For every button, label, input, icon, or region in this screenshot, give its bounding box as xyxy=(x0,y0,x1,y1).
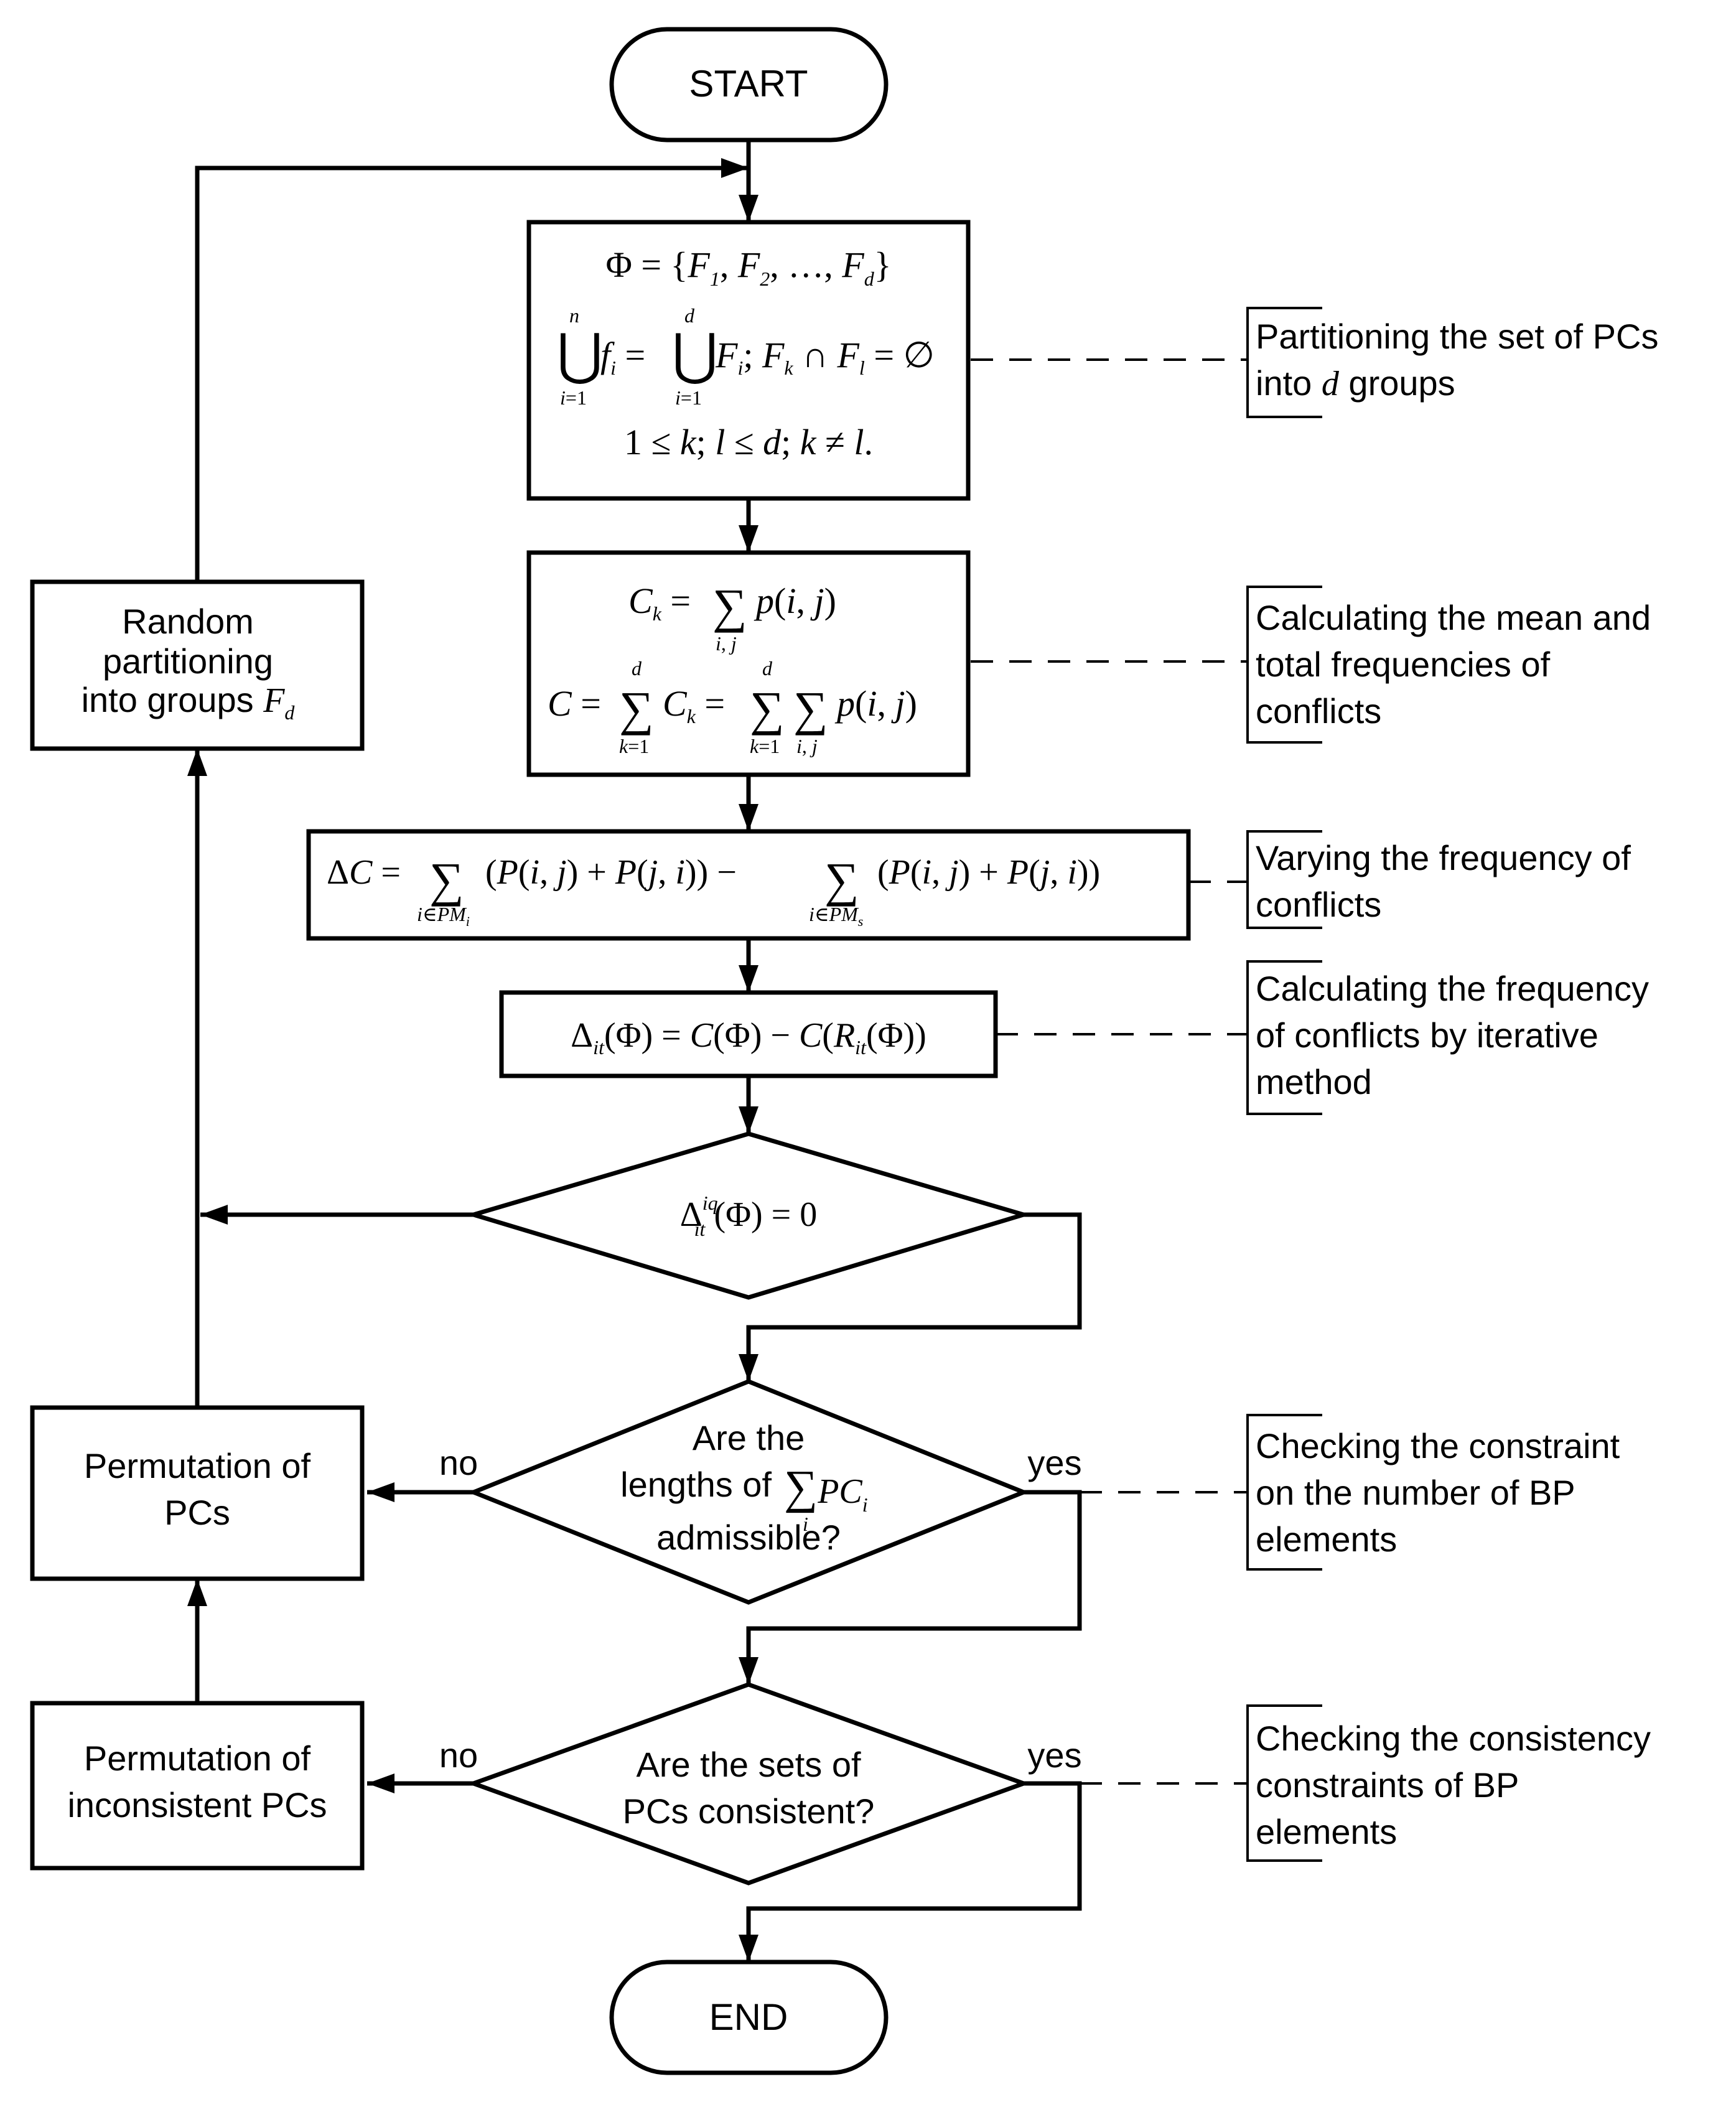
svg-text:i∈PMi: i∈PMi xyxy=(417,903,470,929)
annotation-iterative-line2: of conflicts by iterative xyxy=(1256,1016,1598,1055)
annotation-iterative-line3: method xyxy=(1256,1062,1372,1101)
svg-text:ΔC =: ΔC = xyxy=(327,853,401,892)
consistency-no-label: no xyxy=(439,1736,478,1775)
svg-text:∑: ∑ xyxy=(793,681,828,736)
delta-c-formula: ΔC = ∑ i∈PMi (P(i, j) + P(j, i)) − ∑ i∈P… xyxy=(327,853,1100,929)
connectors xyxy=(187,140,1082,1962)
end-terminal xyxy=(609,1960,889,2075)
consistency-line1: Are the sets of xyxy=(636,1745,861,1784)
annotation-bp-consistency-line3: elements xyxy=(1256,1812,1397,1851)
iterative-formula: Δit(Φ) = C(Φ) − C(Rit(Φ)) xyxy=(571,1016,926,1058)
svg-text:d: d xyxy=(632,657,642,680)
connector-consistency-yes xyxy=(739,1781,1082,1962)
annotation-mean-line1: Calculating the mean and xyxy=(1256,598,1651,637)
random-line1: Random xyxy=(122,602,254,641)
permutation-line1: Permutation of xyxy=(84,1446,311,1485)
svg-text:i, j: i, j xyxy=(716,632,737,655)
delta-c-box xyxy=(306,829,1191,941)
svg-text:Φ = {F1, F2, …, Fd}: Φ = {F1, F2, …, Fd} xyxy=(605,245,891,290)
zero-decision xyxy=(465,1131,1032,1300)
permutation-inconsistent-box xyxy=(30,1701,365,1871)
svg-text:i, j: i, j xyxy=(796,735,818,757)
annotation-varying-line1: Varying the frequency of xyxy=(1256,838,1631,877)
svg-text:Fi; Fk ∩ Fl = ∅: Fi; Fk ∩ Fl = ∅ xyxy=(715,335,935,379)
connector-decision-zero-to-lengths xyxy=(739,1212,1082,1381)
random-line3: into groups Fd xyxy=(82,680,296,724)
svg-text:d: d xyxy=(762,657,773,680)
partition-formula: Φ = {F1, F2, …, Fd} ⋃ n i=1 fi = ⋃ d i=1… xyxy=(557,245,935,462)
svg-text:∑: ∑ xyxy=(429,853,464,907)
svg-text:p(i, j): p(i, j) xyxy=(754,581,836,621)
connector-loop-back xyxy=(195,166,749,582)
random-line2: partitioning xyxy=(103,642,273,681)
annotation-iterative-line1: Calculating the frequency xyxy=(1256,969,1649,1008)
svg-text:n: n xyxy=(569,304,579,327)
svg-text:∑: ∑ xyxy=(712,579,747,633)
annotation-varying-line2: conflicts xyxy=(1256,885,1381,924)
lengths-decision xyxy=(467,1379,1030,1605)
svg-text:∑: ∑ xyxy=(824,853,859,907)
consistency-line2: PCs consistent? xyxy=(623,1792,875,1831)
annotation-bp-number-line3: elements xyxy=(1256,1520,1397,1559)
svg-text:d: d xyxy=(684,304,695,327)
annotation-bp-number-line1: Checking the constraint xyxy=(1256,1426,1620,1465)
lengths-sum-index: i xyxy=(803,1513,808,1535)
annotation-brackets xyxy=(1246,307,1322,1862)
inconsistent-line1: Permutation of xyxy=(84,1739,311,1778)
svg-text:i=1: i=1 xyxy=(675,386,702,409)
svg-text:p(i, j): p(i, j) xyxy=(834,683,917,724)
svg-text:∑: ∑ xyxy=(750,681,785,736)
svg-text:∑: ∑ xyxy=(619,681,654,736)
inconsistent-line2: inconsistent PCs xyxy=(67,1785,327,1825)
annotation-bp-number-line2: on the number of BP xyxy=(1256,1473,1575,1512)
conflicts-box xyxy=(526,550,971,777)
svg-text:fi =: fi = xyxy=(600,335,645,379)
lengths-line3: admissible? xyxy=(656,1518,841,1557)
iterative-box xyxy=(499,990,998,1078)
svg-text:(P(i, j) + P(j, i)): (P(i, j) + P(j, i)) xyxy=(877,853,1100,892)
end-label: END xyxy=(709,1996,788,2038)
svg-text:⋃: ⋃ xyxy=(672,324,718,386)
svg-text:k=1: k=1 xyxy=(750,735,780,757)
svg-text:k=1: k=1 xyxy=(619,735,649,757)
lengths-sum: ∑PCi xyxy=(784,1461,868,1516)
annotation-partition-line2: into d groups xyxy=(1256,363,1455,403)
lengths-line1: Are the xyxy=(693,1418,805,1457)
svg-text:i=1: i=1 xyxy=(560,386,587,409)
consistency-decision xyxy=(467,1682,1030,1885)
svg-text:⋃: ⋃ xyxy=(557,324,603,386)
permutation-pcs-box xyxy=(30,1405,365,1581)
annotation-mean-line3: conflicts xyxy=(1256,691,1381,731)
svg-text:(P(i, j) + P(j, i)) −: (P(i, j) + P(j, i)) − xyxy=(485,853,737,892)
lengths-no-label: no xyxy=(439,1443,478,1482)
conflicts-formula: Ck = ∑ i, j p(i, j) C = ∑ d k=1 Ck = ∑ d… xyxy=(548,579,917,757)
permutation-line2: PCs xyxy=(164,1493,230,1532)
consistency-yes-label: yes xyxy=(1027,1736,1081,1775)
annotation-partition-line1: Partitioning the set of PCs xyxy=(1256,317,1658,356)
svg-text:C =: C = xyxy=(548,683,601,724)
start-label: START xyxy=(689,63,808,105)
svg-text:i∈PMs: i∈PMs xyxy=(809,903,863,929)
annotations: Partitioning the set of PCs into d group… xyxy=(1256,317,1658,1851)
start-terminal xyxy=(609,27,889,143)
annotation-bp-consistency-line2: constraints of BP xyxy=(1256,1765,1519,1805)
lengths-yes-label: yes xyxy=(1027,1443,1081,1482)
annotation-mean-line2: total frequencies of xyxy=(1256,645,1551,684)
annotation-leaders xyxy=(971,358,1248,1785)
random-partition-box xyxy=(30,579,365,751)
lengths-line2: lengths of xyxy=(620,1465,772,1504)
connector-lengths-yes xyxy=(739,1490,1082,1684)
svg-text:1 ≤ k; l ≤ d; k ≠ l.: 1 ≤ k; l ≤ d; k ≠ l. xyxy=(624,422,873,462)
annotation-bp-consistency-line1: Checking the consistency xyxy=(1256,1719,1651,1758)
partition-box xyxy=(526,220,971,501)
